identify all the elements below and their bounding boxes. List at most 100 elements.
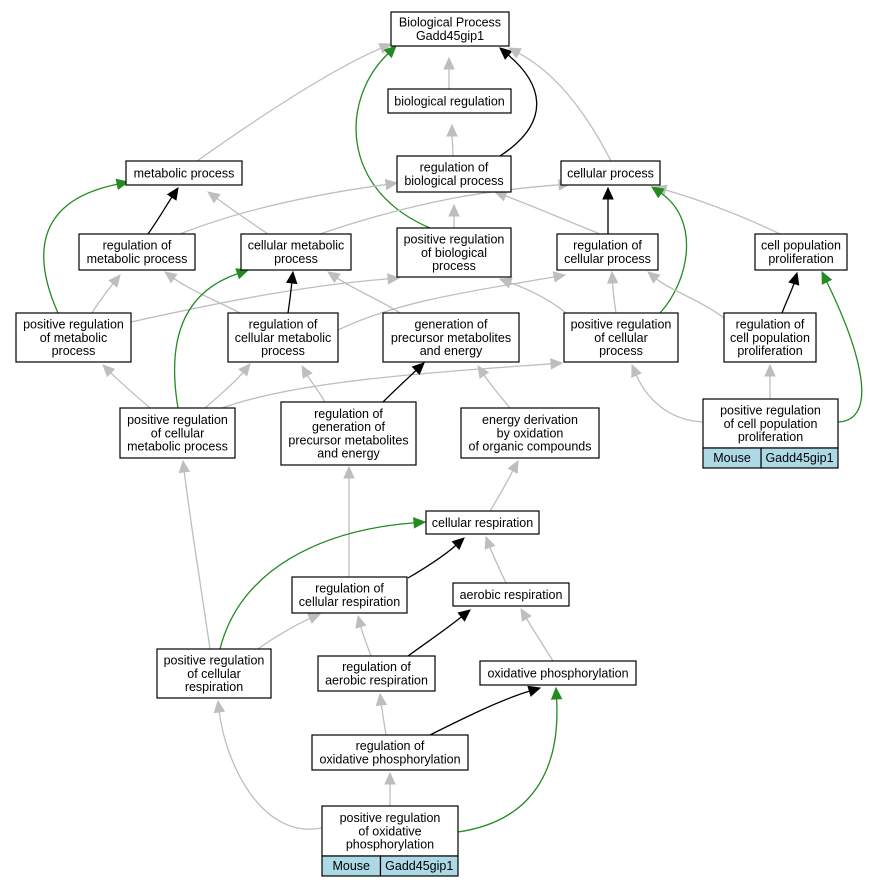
node-box [125,160,243,186]
edge-is-a [520,607,554,662]
edge-line [147,196,173,235]
edge-is-a [653,184,781,235]
node-box [321,805,459,857]
node-box [390,11,510,47]
node-label-line: of metabolic [40,331,107,345]
arrowhead-icon [285,270,298,285]
arrowhead-icon [821,270,833,285]
arrowhead-icon [457,609,471,622]
arrowhead-icon [413,517,427,529]
edge-is-a [493,190,601,235]
node-label-line: metabolic process [87,252,188,266]
node-label-line: regulation of [736,318,805,332]
node-label-line: process [432,259,476,273]
arrowhead-icon [207,191,221,204]
edge-is-a [384,771,396,806]
gene-tag-label: Gadd45gip1 [765,451,833,465]
node-label-line: positive regulation [571,318,672,332]
edge-regulates [429,685,542,736]
arrowhead-icon [238,363,251,377]
node-label-line: aerobic respiration [460,588,563,602]
edge-positively-regulates [43,178,130,314]
arrowhead-icon [451,537,465,550]
node-label-line: regulation of [249,318,318,332]
arrowhead-icon [602,186,614,200]
node-label-line: cellular metabolic [248,239,345,253]
arrowhead-icon [115,178,130,190]
edge-regulates [781,271,800,314]
go-term-node[interactable]: metabolic process [125,160,243,186]
arrowhead-icon [788,271,800,286]
edge-is-a [179,178,399,235]
go-term-node[interactable]: cellular respiration [425,510,540,535]
node-label-line: Biological Process [399,16,501,30]
node-box [311,734,469,771]
arrowhead-icon [355,614,367,629]
edge-is-a [337,271,567,331]
go-term-node[interactable]: cellular process [560,160,661,186]
node-label-line: precursor metabolites [288,433,408,447]
edge-line [130,278,389,323]
edge-is-a [326,271,401,314]
arrowhead-icon [507,459,519,474]
go-term-node[interactable]: biological regulation [387,88,512,114]
node-label-line: regulation of [103,239,172,253]
edge-line [257,617,311,650]
node-box [119,407,236,459]
node-label-line: respiration [185,680,243,694]
edge-line [665,189,781,235]
node-label-line: regulation of [314,407,383,421]
go-term-node[interactable]: oxidative phosphorylation [479,660,637,686]
node-box [240,233,352,271]
edge-line [355,53,431,229]
edge-line [451,135,454,157]
arrowhead-icon [477,364,490,379]
edge-line [174,272,238,409]
edge-is-a [221,358,564,409]
edge-is-a [375,692,388,736]
node-label-line: of biological [421,246,487,260]
edge-is-a [91,274,121,314]
node-label-line: positive regulation [720,404,821,418]
edge-line [336,277,401,314]
arrowhead-icon [499,47,513,60]
edge-is-a [178,459,211,650]
edge-regulates [382,362,425,403]
species-tag-label: Mouse [332,859,370,873]
edge-line [635,374,704,423]
arrowhead-icon [301,364,313,379]
arrowhead-icon [631,363,642,378]
node-label-line: regulation of [420,161,489,175]
node-box [723,312,817,363]
gene-tag [760,447,839,469]
node-label-line: cellular process [564,252,651,266]
arrowhead-icon [764,363,776,377]
edge-line [319,184,560,235]
go-term-node[interactable]: aerobic respiration [452,582,570,607]
arrowhead-icon [446,123,458,137]
edge-positively-regulates [219,517,427,650]
edge-regulates [147,186,179,235]
node-label-line: oxidative phosphorylation [487,666,628,680]
